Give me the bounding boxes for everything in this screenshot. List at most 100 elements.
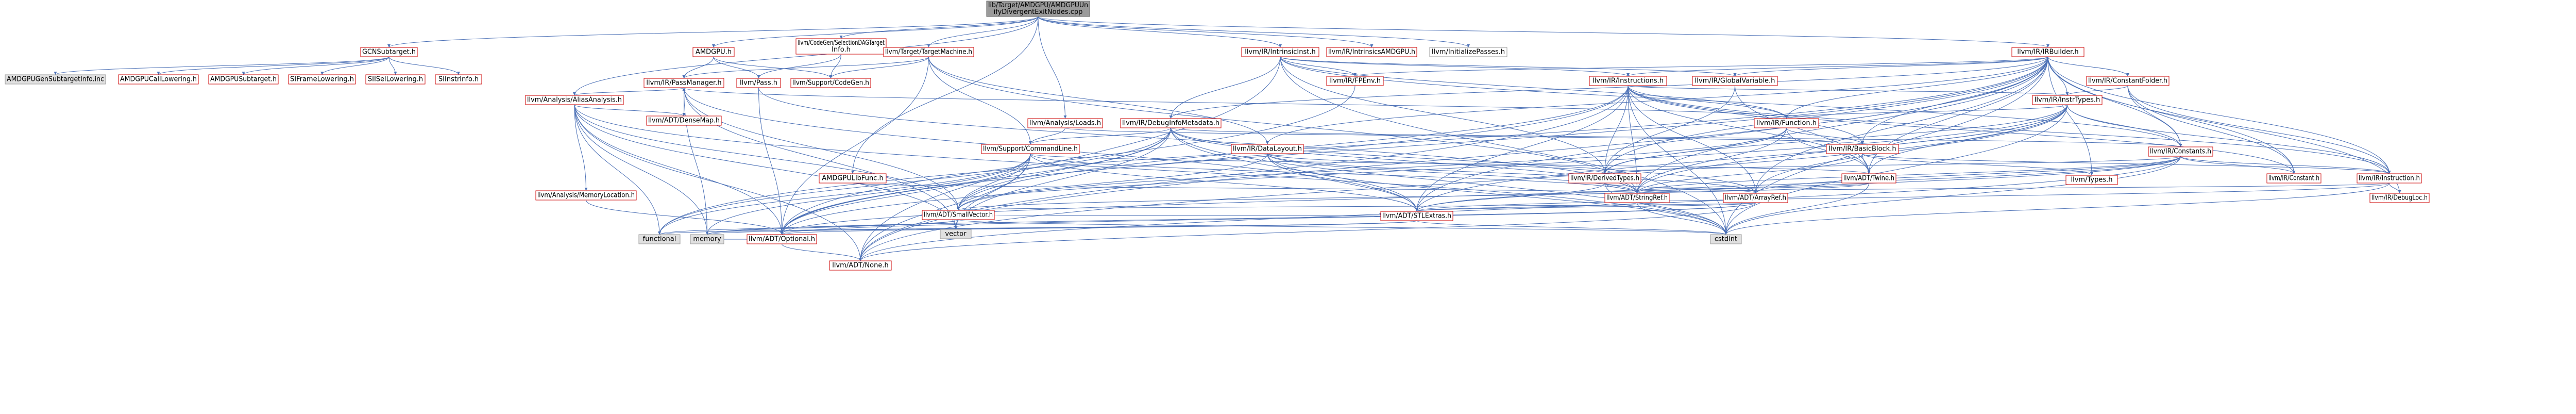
node-box[interactable] [5,74,106,85]
node-box[interactable] [288,74,356,85]
node-datalayout[interactable]: llvm/IR/DataLayout.h [1231,144,1304,154]
node-amdgpucalllowering[interactable]: AMDGPUCallLowering.h [118,74,199,85]
node-box[interactable] [795,38,887,55]
node-box[interactable] [1326,76,1384,86]
node-box[interactable] [1604,193,1670,203]
node-box[interactable] [690,234,724,244]
node-siisellowering[interactable]: SIISelLowering.h [365,74,426,85]
node-constants[interactable]: llvm/IR/Constants.h [2148,146,2213,157]
node-box[interactable] [360,47,418,57]
node-box[interactable] [1231,144,1304,154]
node-densemap[interactable]: llvm/ADT/DenseMap.h [646,115,722,126]
node-box[interactable] [2266,173,2321,184]
node-box[interactable] [1568,173,1641,184]
node-box[interactable] [1326,47,1417,57]
node-smallvector[interactable]: llvm/ADT/SmallVector.h [922,210,995,220]
node-function[interactable]: llvm/IR/Function.h [1754,118,1819,128]
node-box[interactable] [2086,76,2170,86]
node-analysisloads[interactable]: llvm/Analysis/Loads.h [1027,118,1103,128]
node-box[interactable] [1380,211,1453,221]
node-vector[interactable]: vector [940,229,972,239]
node-box[interactable] [365,74,426,85]
node-intrinsicinst[interactable]: llvm/IR/IntrinsicInst.h [1241,47,1319,57]
node-box[interactable] [829,260,892,271]
node-box[interactable] [1723,193,1788,203]
node-box[interactable] [535,190,637,201]
node-box[interactable] [986,1,1090,17]
node-box[interactable] [2357,173,2422,184]
node-box[interactable] [2148,146,2213,157]
node-aliasanalysis[interactable]: llvm/Analysis/AliasAnalysis.h [525,95,624,105]
node-box[interactable] [435,74,482,85]
node-targetmachine[interactable]: llvm/Target/TargetMachine.h [883,47,974,57]
node-box[interactable] [2032,95,2103,105]
node-supportcodegen[interactable]: llvm/Support/CodeGen.h [790,78,871,88]
node-memory[interactable]: memory [690,234,724,244]
node-intrinsicsamdgpu[interactable]: llvm/IR/IntrinsicsAMDGPU.h [1326,47,1417,57]
node-box[interactable] [638,234,681,244]
node-optional[interactable]: llvm/ADT/Optional.h [747,234,817,244]
node-stringref[interactable]: llvm/ADT/StringRef.h [1604,193,1670,203]
node-cstdint[interactable]: cstdint [1710,234,1742,244]
node-box[interactable] [1429,47,1507,57]
node-derivedtypes[interactable]: llvm/IR/DerivedTypes.h [1568,173,1641,184]
node-box[interactable] [1692,76,1778,86]
node-box[interactable] [747,234,817,244]
node-globalvariable[interactable]: llvm/IR/GlobalVariable.h [1692,76,1778,86]
node-commandline[interactable]: llvm/Support/CommandLine.h [981,144,1080,154]
node-instructions[interactable]: llvm/IR/Instructions.h [1589,76,1667,86]
node-debugloc[interactable]: llvm/IR/DebugLoc.h [2369,193,2430,203]
node-memorylocation[interactable]: llvm/Analysis/MemoryLocation.h [535,190,637,201]
node-twine[interactable]: llvm/ADT/Twine.h [1841,173,1896,184]
node-box[interactable] [1027,118,1103,128]
node-box[interactable] [692,47,735,57]
node-box[interactable] [208,74,279,85]
node-box[interactable] [883,47,974,57]
node-debuginfometadata[interactable]: llvm/IR/DebugInfoMetadata.h [1120,118,1222,128]
node-box[interactable] [922,210,995,220]
node-initpasses[interactable]: llvm/InitializePasses.h [1429,47,1507,57]
node-iotypes[interactable]: llvm/Types.h [2065,175,2118,185]
node-basicblock[interactable]: llvm/IR/BasicBlock.h [1826,144,1899,154]
node-amdgpulibfunc[interactable]: AMDGPULibFunc.h [819,173,887,184]
node-passmanager[interactable]: llvm/IR/PassManager.h [643,78,724,88]
node-instrtypes[interactable]: llvm/IR/InstrTypes.h [2032,95,2103,105]
node-arrayref[interactable]: llvm/ADT/ArrayRef.h [1723,193,1788,203]
node-box[interactable] [981,144,1080,154]
node-root[interactable]: lib/Target/AMDGPU/AMDGPUUnifyDivergentEx… [986,1,1090,17]
node-fpenv[interactable]: llvm/IR/FPEnv.h [1326,76,1384,86]
node-box[interactable] [1826,144,1899,154]
node-stlextras[interactable]: llvm/ADT/STLExtras.h [1380,211,1453,221]
node-box[interactable] [1120,118,1222,128]
node-box[interactable] [1754,118,1819,128]
node-amdgpu[interactable]: AMDGPU.h [692,47,735,57]
node-box[interactable] [118,74,199,85]
node-box[interactable] [525,95,624,105]
node-amdgpusubtarget[interactable]: AMDGPUSubtarget.h [208,74,279,85]
node-box[interactable] [2369,193,2430,203]
node-box[interactable] [940,229,972,239]
node-box[interactable] [643,78,724,88]
node-irbuilder[interactable]: llvm/IR/IRBuilder.h [2011,47,2084,57]
node-functional[interactable]: functional [638,234,681,244]
node-siinstrinfo[interactable]: SIInstrInfo.h [435,74,482,85]
node-constant[interactable]: llvm/IR/Constant.h [2266,173,2321,184]
node-amdgpugensub[interactable]: AMDGPUGenSubtargetInfo.inc [5,74,106,85]
node-box[interactable] [736,78,781,88]
node-passh[interactable]: llvm/Pass.h [736,78,781,88]
node-constantfolder[interactable]: llvm/IR/ConstantFolder.h [2086,76,2170,86]
node-box[interactable] [2065,175,2118,185]
node-box[interactable] [1589,76,1667,86]
node-box[interactable] [819,173,887,184]
node-none[interactable]: llvm/ADT/None.h [829,260,892,271]
node-box[interactable] [1841,173,1896,184]
node-instruction[interactable]: llvm/IR/Instruction.h [2357,173,2422,184]
node-box[interactable] [790,78,871,88]
node-box[interactable] [1241,47,1319,57]
node-siframelowering[interactable]: SIFrameLowering.h [288,74,356,85]
node-box[interactable] [646,115,722,126]
node-box[interactable] [2011,47,2084,57]
node-box[interactable] [1710,234,1742,244]
node-gcnsubtarget[interactable]: GCNSubtarget.h [360,47,418,57]
